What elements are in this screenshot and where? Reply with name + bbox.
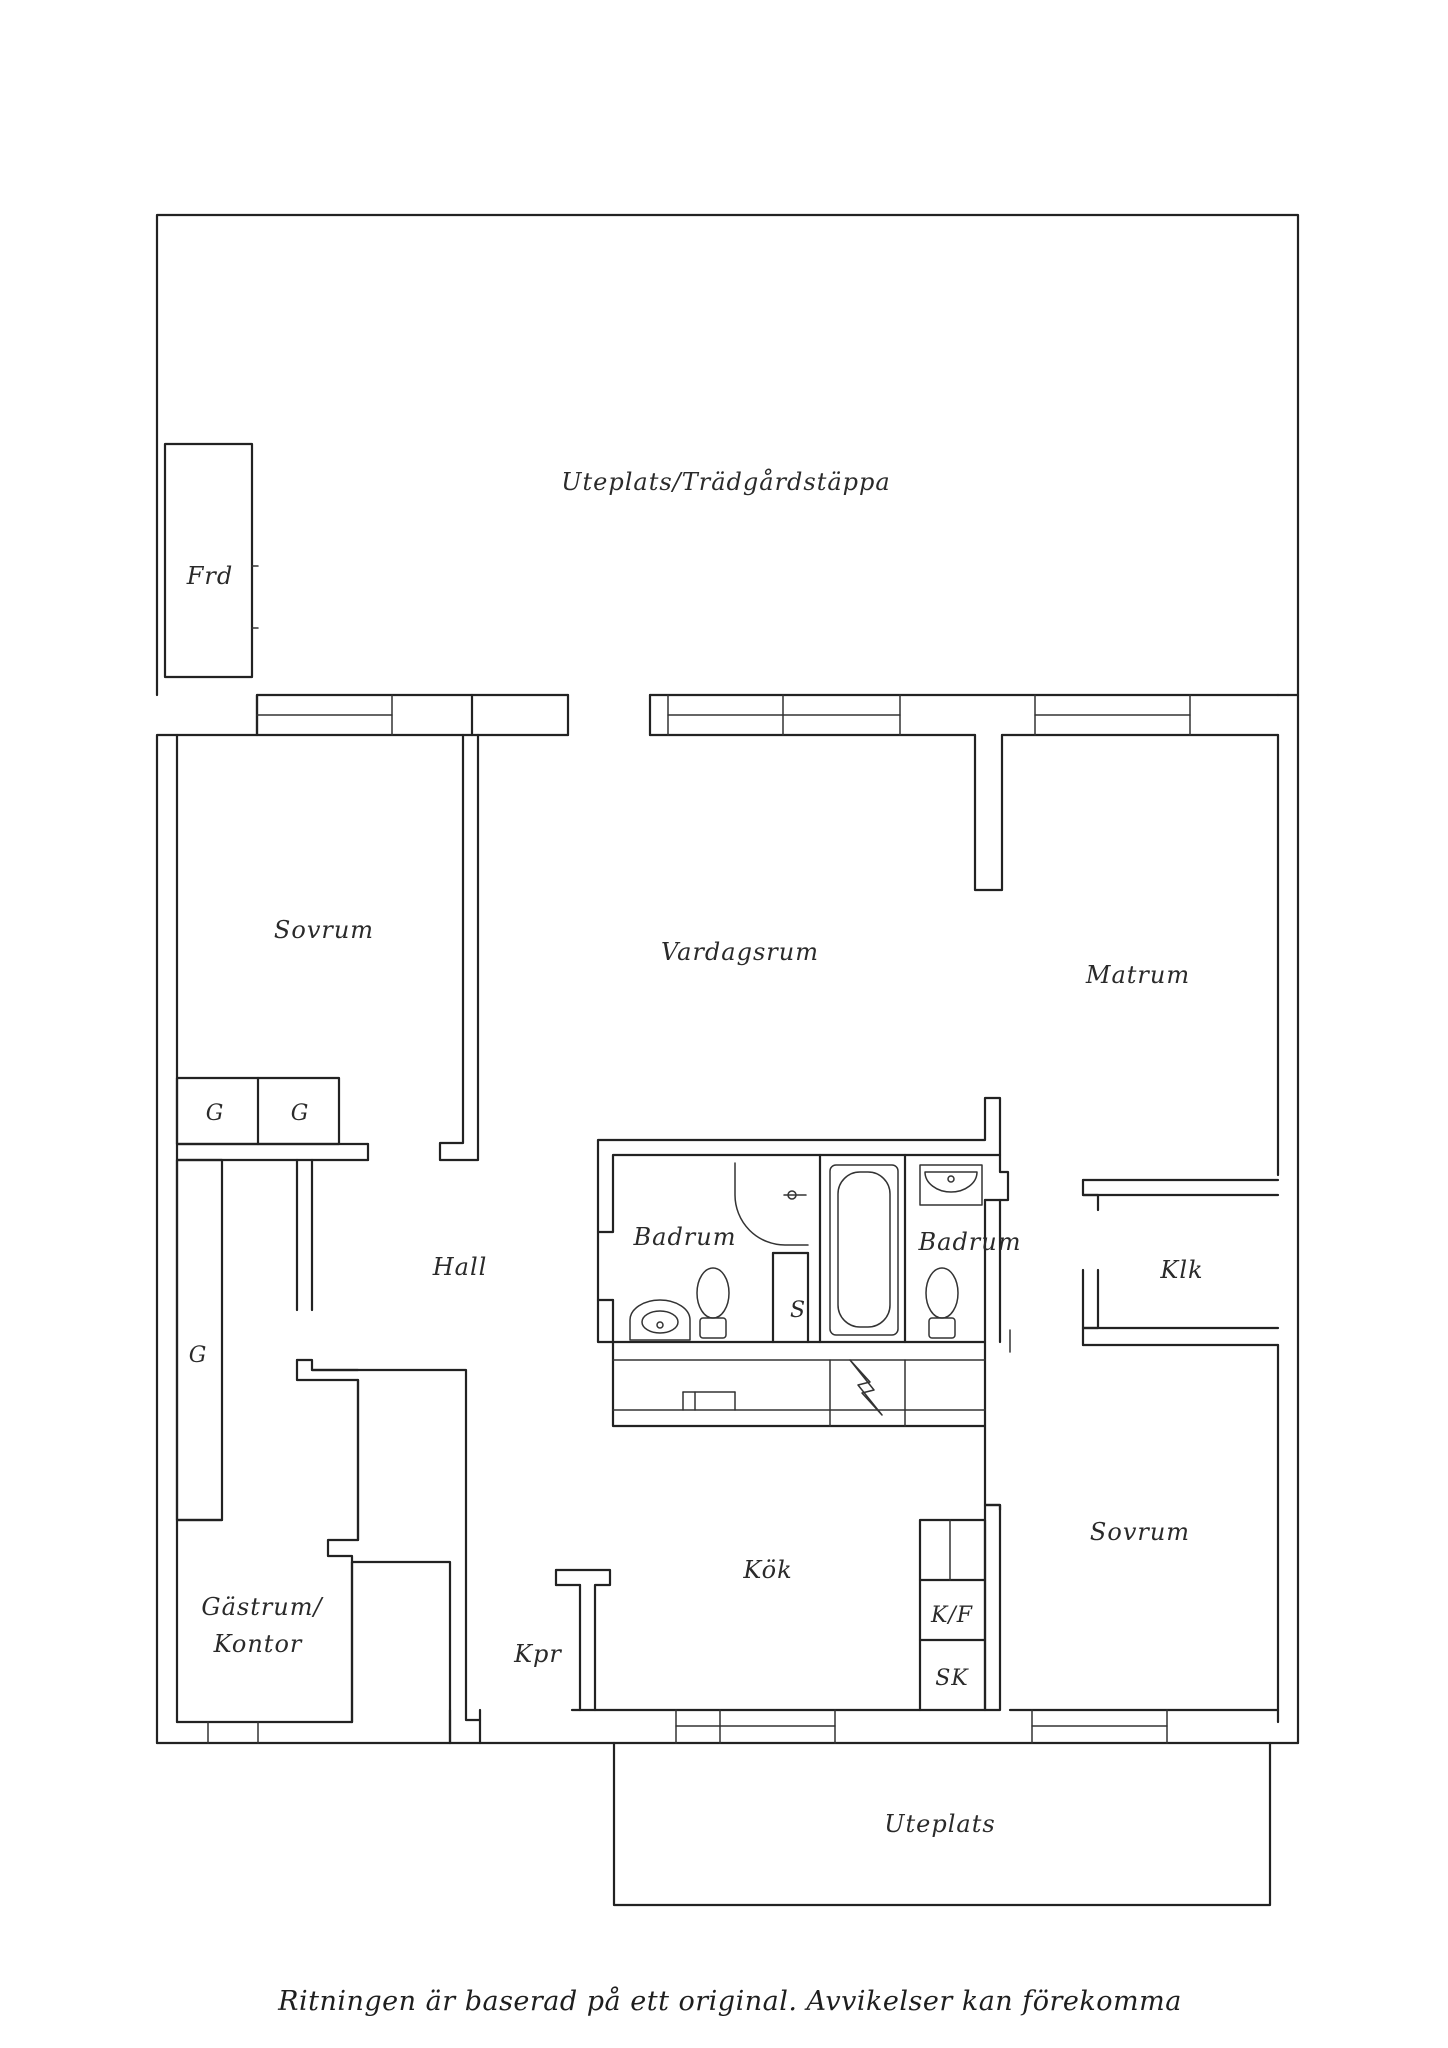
label-g-3: G — [189, 1343, 208, 1368]
label-kok: Kök — [742, 1556, 792, 1584]
label-klk: Klk — [1159, 1256, 1203, 1284]
label-uteplats: Uteplats — [884, 1810, 995, 1838]
label-matrum: Matrum — [1085, 961, 1190, 989]
label-gastrum-line-2: Kontor — [213, 1630, 303, 1658]
bathtub — [829, 1164, 899, 1336]
label-badrum-2: Badrum — [918, 1228, 1022, 1256]
washbasin-2 — [919, 1164, 983, 1206]
bottom-terrace-outline — [612, 1741, 1272, 1907]
label-hall: Hall — [432, 1253, 488, 1281]
label-s: S — [790, 1298, 806, 1323]
outer-walls — [155, 693, 1300, 1745]
label-gastrum-line-1: Gästrum/ — [201, 1593, 324, 1621]
interior-walls — [175, 733, 1280, 1745]
toilet-1 — [696, 1267, 730, 1339]
label-badrum-1: Badrum — [633, 1223, 737, 1251]
shower-door-arc — [734, 1162, 809, 1246]
washbasin-1 — [629, 1299, 691, 1341]
toilet-2 — [925, 1267, 959, 1339]
label-g-1: G — [206, 1101, 225, 1126]
label-frd: Frd — [186, 562, 234, 590]
disclaimer-text: Ritningen är baserad på ett original. Av… — [277, 1985, 1182, 2017]
label-sovrum-2: Sovrum — [1090, 1518, 1190, 1546]
label-uteplats-tradgard: Uteplats/Trädgårdstäppa — [561, 467, 890, 496]
label-sk: SK — [935, 1666, 969, 1691]
label-kpr: Kpr — [513, 1640, 562, 1668]
garden-terrace-outline — [155, 213, 1300, 697]
label-g-2: G — [291, 1101, 310, 1126]
label-sovrum-1: Sovrum — [274, 916, 374, 944]
label-kf: K/F — [930, 1603, 973, 1628]
label-vardagsrum: Vardagsrum — [661, 938, 819, 966]
